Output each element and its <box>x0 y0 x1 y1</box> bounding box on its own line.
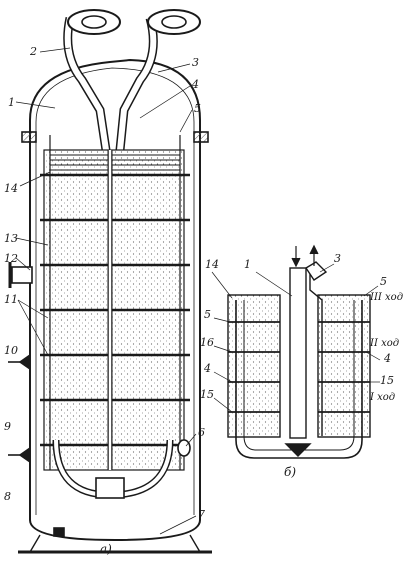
label-12: 12 <box>4 252 18 265</box>
label-1: 1 <box>8 96 15 109</box>
inset-label-3: 3 <box>334 252 341 265</box>
valve-left-upper <box>8 353 31 371</box>
bottom-distributor <box>95 477 125 499</box>
label-8: 8 <box>4 490 11 503</box>
outlet-flange <box>147 9 201 35</box>
label-7: 7 <box>198 508 205 521</box>
inset-label-14: 14 <box>205 258 219 271</box>
labels-inset-top: 1 3 <box>244 252 341 271</box>
caption-b: б) <box>284 465 296 479</box>
support-skirt <box>29 534 201 553</box>
inset-bottom-cone <box>284 443 312 457</box>
inset-flow-arrows <box>291 244 319 268</box>
vessel-inner-wall <box>35 67 195 515</box>
labels-main-right: 3 4 5 6 7 <box>191 56 205 521</box>
inset-label-5-right: 5 <box>380 275 387 288</box>
labels-inset-right: 5 4 15 <box>380 275 394 387</box>
shell-flange-right <box>193 131 209 143</box>
valve-left-lower <box>8 446 31 464</box>
shell-flange-left <box>21 131 37 143</box>
inlet-flange <box>67 9 121 35</box>
inset-label-15: 15 <box>200 388 214 401</box>
labels-inset-left: 14 5 16 4 15 <box>200 258 219 401</box>
pass-label-1: I ход <box>369 392 395 403</box>
inset-label-5: 5 <box>204 308 211 321</box>
inset-outlet-fitting <box>305 261 328 281</box>
label-5: 5 <box>194 102 201 115</box>
label-14: 14 <box>4 182 18 195</box>
label-13: 13 <box>4 232 18 245</box>
inset-baffles <box>228 321 370 413</box>
pass-label-3: III ход <box>369 292 403 303</box>
inset-label-4: 4 <box>203 362 211 375</box>
side-nozzle-upper <box>8 262 33 288</box>
inset-label-15-right: 15 <box>380 374 394 387</box>
label-9: 9 <box>4 420 11 433</box>
inset-label-4-right: 4 <box>383 352 391 365</box>
label-4: 4 <box>191 78 199 91</box>
caption-a: а) <box>100 542 112 556</box>
labels-main-left: 2 1 14 13 12 11 10 9 8 <box>4 45 37 503</box>
pass-labels: III ход II ход I ход <box>369 292 403 403</box>
inset-label-1: 1 <box>244 258 251 271</box>
label-6: 6 <box>198 426 205 439</box>
inset-label-16: 16 <box>200 336 214 349</box>
sight-glass <box>177 439 191 457</box>
leader-lines-main <box>15 47 197 535</box>
baffles <box>40 173 190 447</box>
label-10: 10 <box>4 344 18 357</box>
tube-coils <box>50 154 180 171</box>
pass-label-2: II ход <box>369 338 399 349</box>
leader-lines-inset <box>211 263 381 413</box>
drain-fitting <box>53 527 65 537</box>
label-2: 2 <box>29 45 37 58</box>
inset-central-pipe <box>289 267 307 439</box>
inset-u-tube <box>235 300 363 459</box>
inset-schematic <box>227 244 371 459</box>
label-3: 3 <box>192 56 199 69</box>
label-11: 11 <box>4 293 18 306</box>
main-apparatus <box>8 9 212 554</box>
inset-return-pipe <box>309 272 323 436</box>
